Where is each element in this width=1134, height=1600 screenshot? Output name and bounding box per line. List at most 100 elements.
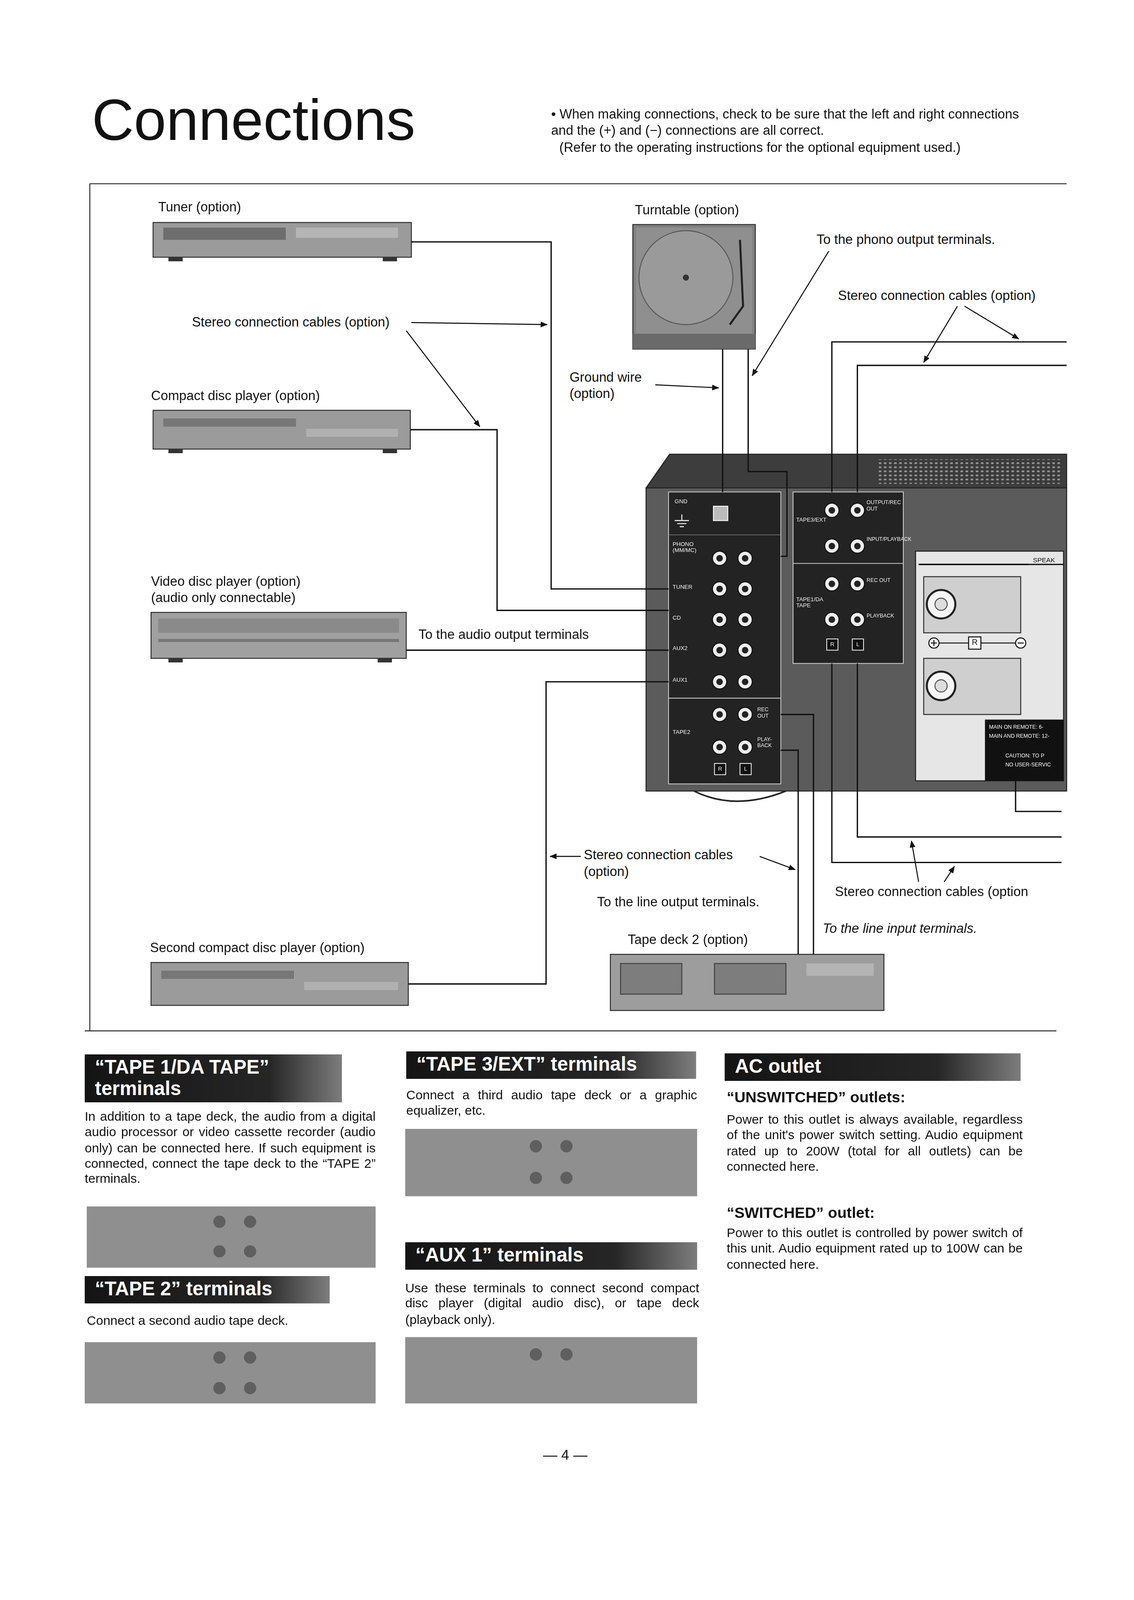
video-tray [158,618,400,633]
rca-jack [824,612,839,627]
terminal-photo [405,1337,698,1404]
tuner-buttons [296,227,399,238]
leader-line [759,856,796,870]
section-body: Power to this outlet is controlled by po… [726,1226,1023,1274]
cd-player-device: Compact disc player (option) [153,410,411,450]
node-label: Tuner (option) [158,198,242,216]
connection-cable [406,649,669,651]
ground-callout: Ground wire (option) [569,369,652,402]
device-foot [168,448,183,454]
rca-jack [712,707,727,722]
frame-line [89,183,91,1031]
chassis-rear [646,487,1067,791]
chassis-foot [694,791,787,802]
rca-jack [737,581,752,597]
cassette-window [714,963,787,995]
tape-panel [792,492,904,664]
turntable-spindle [682,274,689,281]
turntable-device: Turntable (option) [632,224,756,350]
rca-jack [737,643,752,658]
terminal-callout: To the line input terminals. [822,920,977,937]
terminal-row: CD [668,604,781,636]
panel-separator [668,534,781,535]
photo-jack [560,1139,573,1153]
page-title: Connections [92,87,416,152]
ground-screw [713,506,728,521]
node-text: OUTPUT/REC OUT [866,500,902,512]
terminal-row: TUNER [668,573,781,605]
section-heading: “TAPE 2” terminals [84,1276,330,1304]
panel-separator [792,563,904,565]
leader-line [406,330,480,427]
leader-line [923,306,958,363]
photo-jack [243,1215,257,1229]
photo-jack [213,1245,226,1258]
video-strip [158,638,400,642]
node-label: AUX1 [672,676,688,683]
video-disc-drawing [151,612,407,663]
node-label: TAPE1/DA TAPE [795,596,827,609]
node-label: SPEAK [1033,557,1056,565]
rca-jack [737,612,752,627]
photo-jack [529,1171,543,1185]
photo-jack [213,1382,226,1395]
node-label: TAPE3/EXT [795,516,827,523]
channel-box [852,638,864,651]
cable-line [857,663,1062,837]
terminal-callout: To the line output terminals. [596,893,760,911]
node-label: TAPE2 [672,728,691,736]
terminal-row: AUX1 [668,665,781,698]
rca-jack [712,551,727,566]
terminal-callout: To the phono output terminals. [816,231,995,248]
device-foot [168,658,183,663]
node-text: PLAYBACK [866,613,902,620]
rca-jack [737,707,752,722]
photo-jack [529,1348,543,1361]
minus-sign [1017,642,1024,644]
node-text: NO USER-SERVIC [1005,762,1051,768]
diagram-frame [84,183,1067,1031]
node-label: Turntable (option) [635,201,740,219]
tape-deck-device: Tape deck 2 (option) [610,954,884,1011]
speaker-terminal-block [923,658,1022,715]
cd-tray [163,418,297,427]
cable-callout: Stereo connection cables (option [834,884,1029,901]
caution-plate [985,719,1064,781]
tuner-display [163,227,286,241]
node-label: AC outlet [734,1056,1011,1078]
speaker-panel [915,551,1064,781]
terminal-row: AUX2 [668,635,781,666]
node-text: MAIN AND REMOTE: 12- [988,733,1050,740]
connection-cable [748,349,787,557]
speaker-wire [1028,563,1064,565]
photo-jack [560,1348,573,1361]
rca-jack [850,538,865,553]
section-subheading: “UNSWITCHED” outlets: [726,1088,906,1108]
section-body: In addition to a tape deck, the audio fr… [84,1109,376,1188]
tonearm [729,240,743,325]
node-text: R [826,638,838,651]
speaker-knob-core [935,598,948,611]
node-label: GND [674,498,688,505]
node-label: AUX2 [672,644,688,652]
channel-box [826,638,838,651]
leader-lines [406,251,1019,882]
amplifier-drawing [646,454,1067,802]
note-text: (Refer to the operating instructions for… [559,139,961,157]
section-heading: “TAPE 3/EXT” terminals [406,1051,696,1079]
deck-display [806,963,874,977]
leader-line [550,855,582,857]
speaker-knob [926,671,956,701]
node-text: L [739,763,752,775]
section-heading: “AUX 1” terminals [405,1242,698,1270]
cassette-window [620,963,682,995]
rca-jack [712,674,727,689]
device-foot [377,658,392,663]
photo-jack [243,1245,257,1258]
frame-line [84,1030,1057,1032]
photo-jack [529,1139,543,1153]
turntable-body [632,224,756,350]
connection-cable [780,714,814,955]
polarity-line [980,642,1016,644]
